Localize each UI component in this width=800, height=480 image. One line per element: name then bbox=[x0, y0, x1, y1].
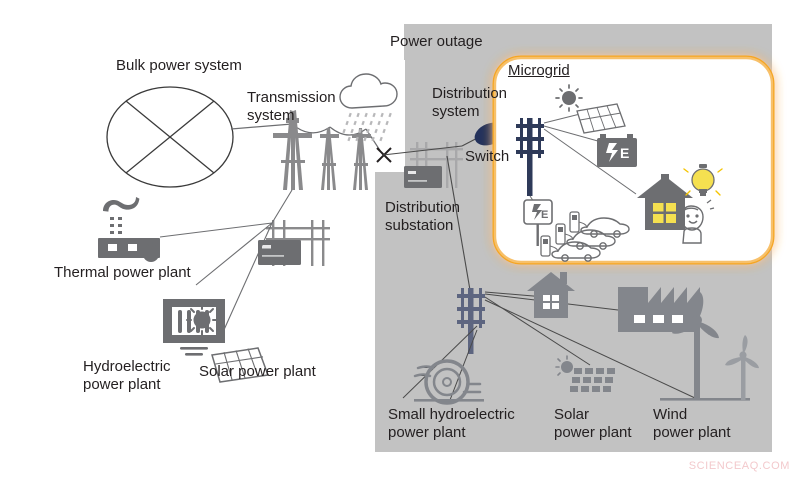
microgrid-title: Microgrid bbox=[508, 62, 570, 79]
solar-panel-icon-microgrid bbox=[576, 103, 626, 134]
hydroelectric-label-line2: power plant bbox=[83, 376, 161, 393]
ev-charger-posts bbox=[540, 211, 588, 257]
solar-power-plant-left-label: Solar power plant bbox=[199, 363, 316, 380]
flame-icon bbox=[143, 242, 159, 262]
solar-panel-icon-bottom bbox=[570, 368, 615, 392]
lightning-bolt-icon-2 bbox=[532, 204, 542, 220]
hydroelectric-label-line1: Hydroelectric bbox=[83, 358, 171, 375]
utility-pole-icon bbox=[516, 118, 544, 196]
battery-letter: E bbox=[620, 145, 630, 161]
house-icon-2 bbox=[527, 272, 575, 318]
left-distribution-lines bbox=[159, 189, 293, 333]
wind-power-plant-label-line1b: Wind bbox=[653, 406, 688, 423]
thermal-power-plant-icon bbox=[98, 197, 160, 262]
switch-label: Switch bbox=[465, 148, 510, 165]
lightning-bolt-icon bbox=[606, 143, 618, 162]
solar-panel-icon bbox=[211, 347, 270, 383]
distribution-system-label-line2: system bbox=[432, 103, 480, 120]
utility-pole-icon-2 bbox=[457, 288, 485, 354]
distribution-substation-label-line2: substation bbox=[385, 217, 454, 234]
sun-icon bbox=[186, 304, 218, 336]
water-turbine-icon bbox=[413, 359, 484, 405]
sun-icon-bottom bbox=[555, 355, 573, 376]
factory-icon bbox=[618, 287, 700, 332]
wind-power-plant-label-line2: power plant bbox=[653, 424, 731, 441]
distribution-substation-label-line1: Distribution bbox=[385, 199, 461, 216]
rain-cloud-icon bbox=[339, 73, 398, 142]
smiling-person-icon bbox=[680, 199, 715, 244]
electric-car-icon-3 bbox=[551, 241, 601, 262]
transmission-tower-icon-3 bbox=[352, 128, 371, 190]
watermark: SCIENCEAQ.COM bbox=[688, 460, 790, 472]
distribution-system-label-line1: Distribution bbox=[432, 85, 508, 102]
thermal-power-plant-label: Thermal power plant bbox=[54, 264, 191, 281]
rain-drops bbox=[342, 112, 392, 142]
transmission-tower-icon-2 bbox=[320, 128, 339, 190]
page-title: Bulk power system bbox=[116, 57, 242, 74]
transmission-tower-icon bbox=[273, 110, 312, 190]
wind-turbine-icon-2 bbox=[725, 335, 759, 400]
power-outage-label: Power outage bbox=[390, 33, 483, 50]
small-hydro-label-line2: power plant bbox=[388, 424, 466, 441]
battery-storage-icon bbox=[597, 134, 637, 167]
small-hydro-label-line1: Small hydroelectric bbox=[388, 406, 515, 423]
transmission-system-label-line2: system bbox=[247, 107, 295, 124]
solar-power-plant-right-label-line2: power plant bbox=[554, 424, 632, 441]
solar-power-plant-right-label-line1: Solar bbox=[554, 406, 590, 423]
house-icon bbox=[637, 174, 693, 230]
substation-icon bbox=[258, 220, 330, 266]
ev-charging-station-icon bbox=[523, 199, 553, 246]
light-bulb-icon bbox=[683, 164, 723, 196]
ev-charger-letter: E bbox=[541, 209, 549, 221]
sun-icon-microgrid bbox=[555, 84, 583, 112]
bulk-power-system-icon bbox=[106, 86, 234, 188]
transmission-system-label-line1: Transmission bbox=[247, 89, 336, 106]
wind-turbine-icon bbox=[660, 292, 750, 401]
